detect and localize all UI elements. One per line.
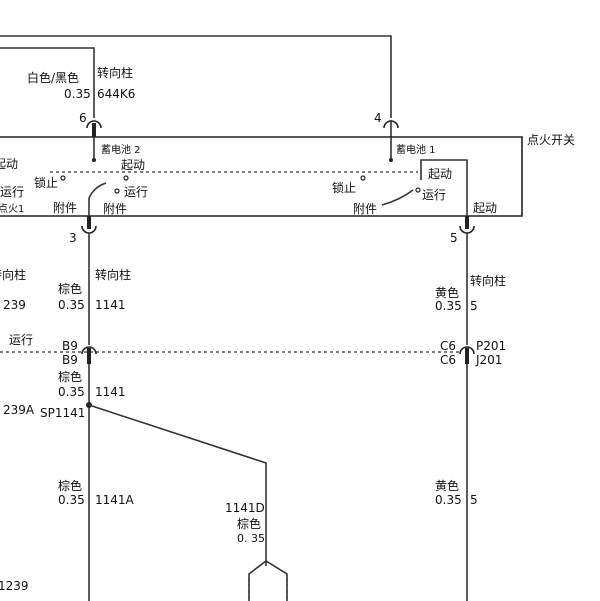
- label-white-black: 白色/黑色: [27, 70, 79, 85]
- label-steering-column-left-edge: 转向柱: [0, 267, 26, 282]
- label-start-left-edge: 起动: [0, 157, 18, 171]
- inline-connector-b9-symbol: [81, 346, 97, 355]
- label-ignition-1-left-edge: 点火1: [0, 203, 24, 215]
- label-c6-top: C6: [440, 339, 456, 353]
- label-start-output: 起动: [473, 201, 497, 215]
- switch-2-lock-contact: [60, 175, 66, 181]
- switch-1-lock-contact: [360, 175, 366, 181]
- label-gauge-1141d: 0. 35: [237, 532, 265, 545]
- switch-2-start-contact: [123, 175, 129, 181]
- label-pin-4: 4: [374, 111, 382, 125]
- label-splice-sp1141: SP1141: [40, 406, 85, 420]
- label-accessory-switch-2-a: 附件: [53, 201, 77, 215]
- switch-2-run-contact: [114, 188, 120, 194]
- label-lock-switch-2: 锁止: [34, 175, 58, 190]
- top-feed-wire: [0, 47, 95, 118]
- label-ignition-switch: 点火开关: [527, 133, 575, 147]
- label-lock-switch-1: 锁止: [332, 180, 356, 195]
- label-b9-bottom: B9: [62, 353, 78, 367]
- label-pin-5: 5: [450, 231, 458, 245]
- label-run-left-edge: 运行: [0, 185, 24, 199]
- label-gauge-5-upper: 0.35: [435, 299, 462, 313]
- label-gauge-1141a: 0.35: [58, 493, 85, 507]
- label-brown-mid: 棕色: [58, 369, 82, 384]
- label-circuit-1141-upper: 1141: [95, 298, 126, 312]
- label-gauge-1141-upper: 0.35: [58, 298, 85, 312]
- label-circuit-5-upper: 5: [470, 299, 478, 313]
- battery-2-node: [92, 158, 96, 162]
- label-j201: J201: [475, 353, 502, 367]
- label-pin-3: 3: [69, 231, 77, 245]
- label-circuit-1141-mid: 1141: [95, 385, 126, 399]
- harness-connector-shell: [248, 560, 288, 601]
- label-gauge-644k6: 0.35: [64, 87, 91, 101]
- label-brown-upper: 棕色: [58, 281, 82, 296]
- label-battery-2: 蓄电池 2: [101, 143, 141, 156]
- switch-2-contact-arm: [88, 182, 107, 199]
- label-start-switch-2: 起动: [121, 158, 145, 172]
- label-circuit-1239: 1239: [0, 579, 29, 593]
- label-run-switch-1: 运行: [422, 188, 446, 202]
- switch-1-contact-arm: [381, 189, 414, 206]
- label-run-inline: 运行: [9, 333, 33, 347]
- label-circuit-5-lower: 5: [470, 493, 478, 507]
- label-accessory-switch-1: 附件: [353, 202, 377, 216]
- label-gauge-1141-mid: 0.35: [58, 385, 85, 399]
- label-yellow-lower: 黄色: [435, 479, 459, 493]
- label-p201: P201: [476, 339, 506, 353]
- label-steering-column-top: 转向柱: [97, 65, 133, 80]
- label-circuit-239: 239: [3, 298, 26, 312]
- switch-1-run-contact: [415, 187, 421, 193]
- label-start-switch-1: 起动: [428, 167, 452, 181]
- label-battery-1: 蓄电池 1: [396, 143, 436, 156]
- label-c6-bottom: C6: [440, 353, 456, 367]
- battery-1-node: [389, 158, 393, 162]
- label-circuit-644k6: 644K6: [97, 87, 135, 101]
- switch-1-start-loop: [420, 159, 468, 216]
- label-accessory-switch-2-b: 附件: [103, 202, 127, 216]
- label-run-switch-2: 运行: [124, 185, 148, 199]
- ignition-switch-box: [0, 136, 523, 217]
- label-b9-top: B9: [62, 339, 78, 353]
- connector-pin-6-symbol: [86, 120, 102, 129]
- inline-connector-c6-symbol: [459, 346, 475, 355]
- label-circuit-239a: 239A: [3, 403, 35, 417]
- label-circuit-1141a: 1141A: [95, 493, 135, 507]
- label-yellow-upper: 黄色: [435, 286, 459, 300]
- label-steering-column-1141: 转向柱: [95, 267, 131, 282]
- label-brown-1141d: 棕色: [237, 516, 261, 531]
- label-steering-column-5: 转向柱: [470, 273, 506, 288]
- label-circuit-1141d: 1141D: [225, 501, 265, 515]
- top-feed-wire-right: [0, 35, 392, 118]
- wire-1141d: [88, 404, 267, 566]
- label-gauge-5-lower: 0.35: [435, 493, 462, 507]
- label-pin-6: 6: [79, 111, 87, 125]
- label-brown-1141a: 棕色: [58, 478, 82, 493]
